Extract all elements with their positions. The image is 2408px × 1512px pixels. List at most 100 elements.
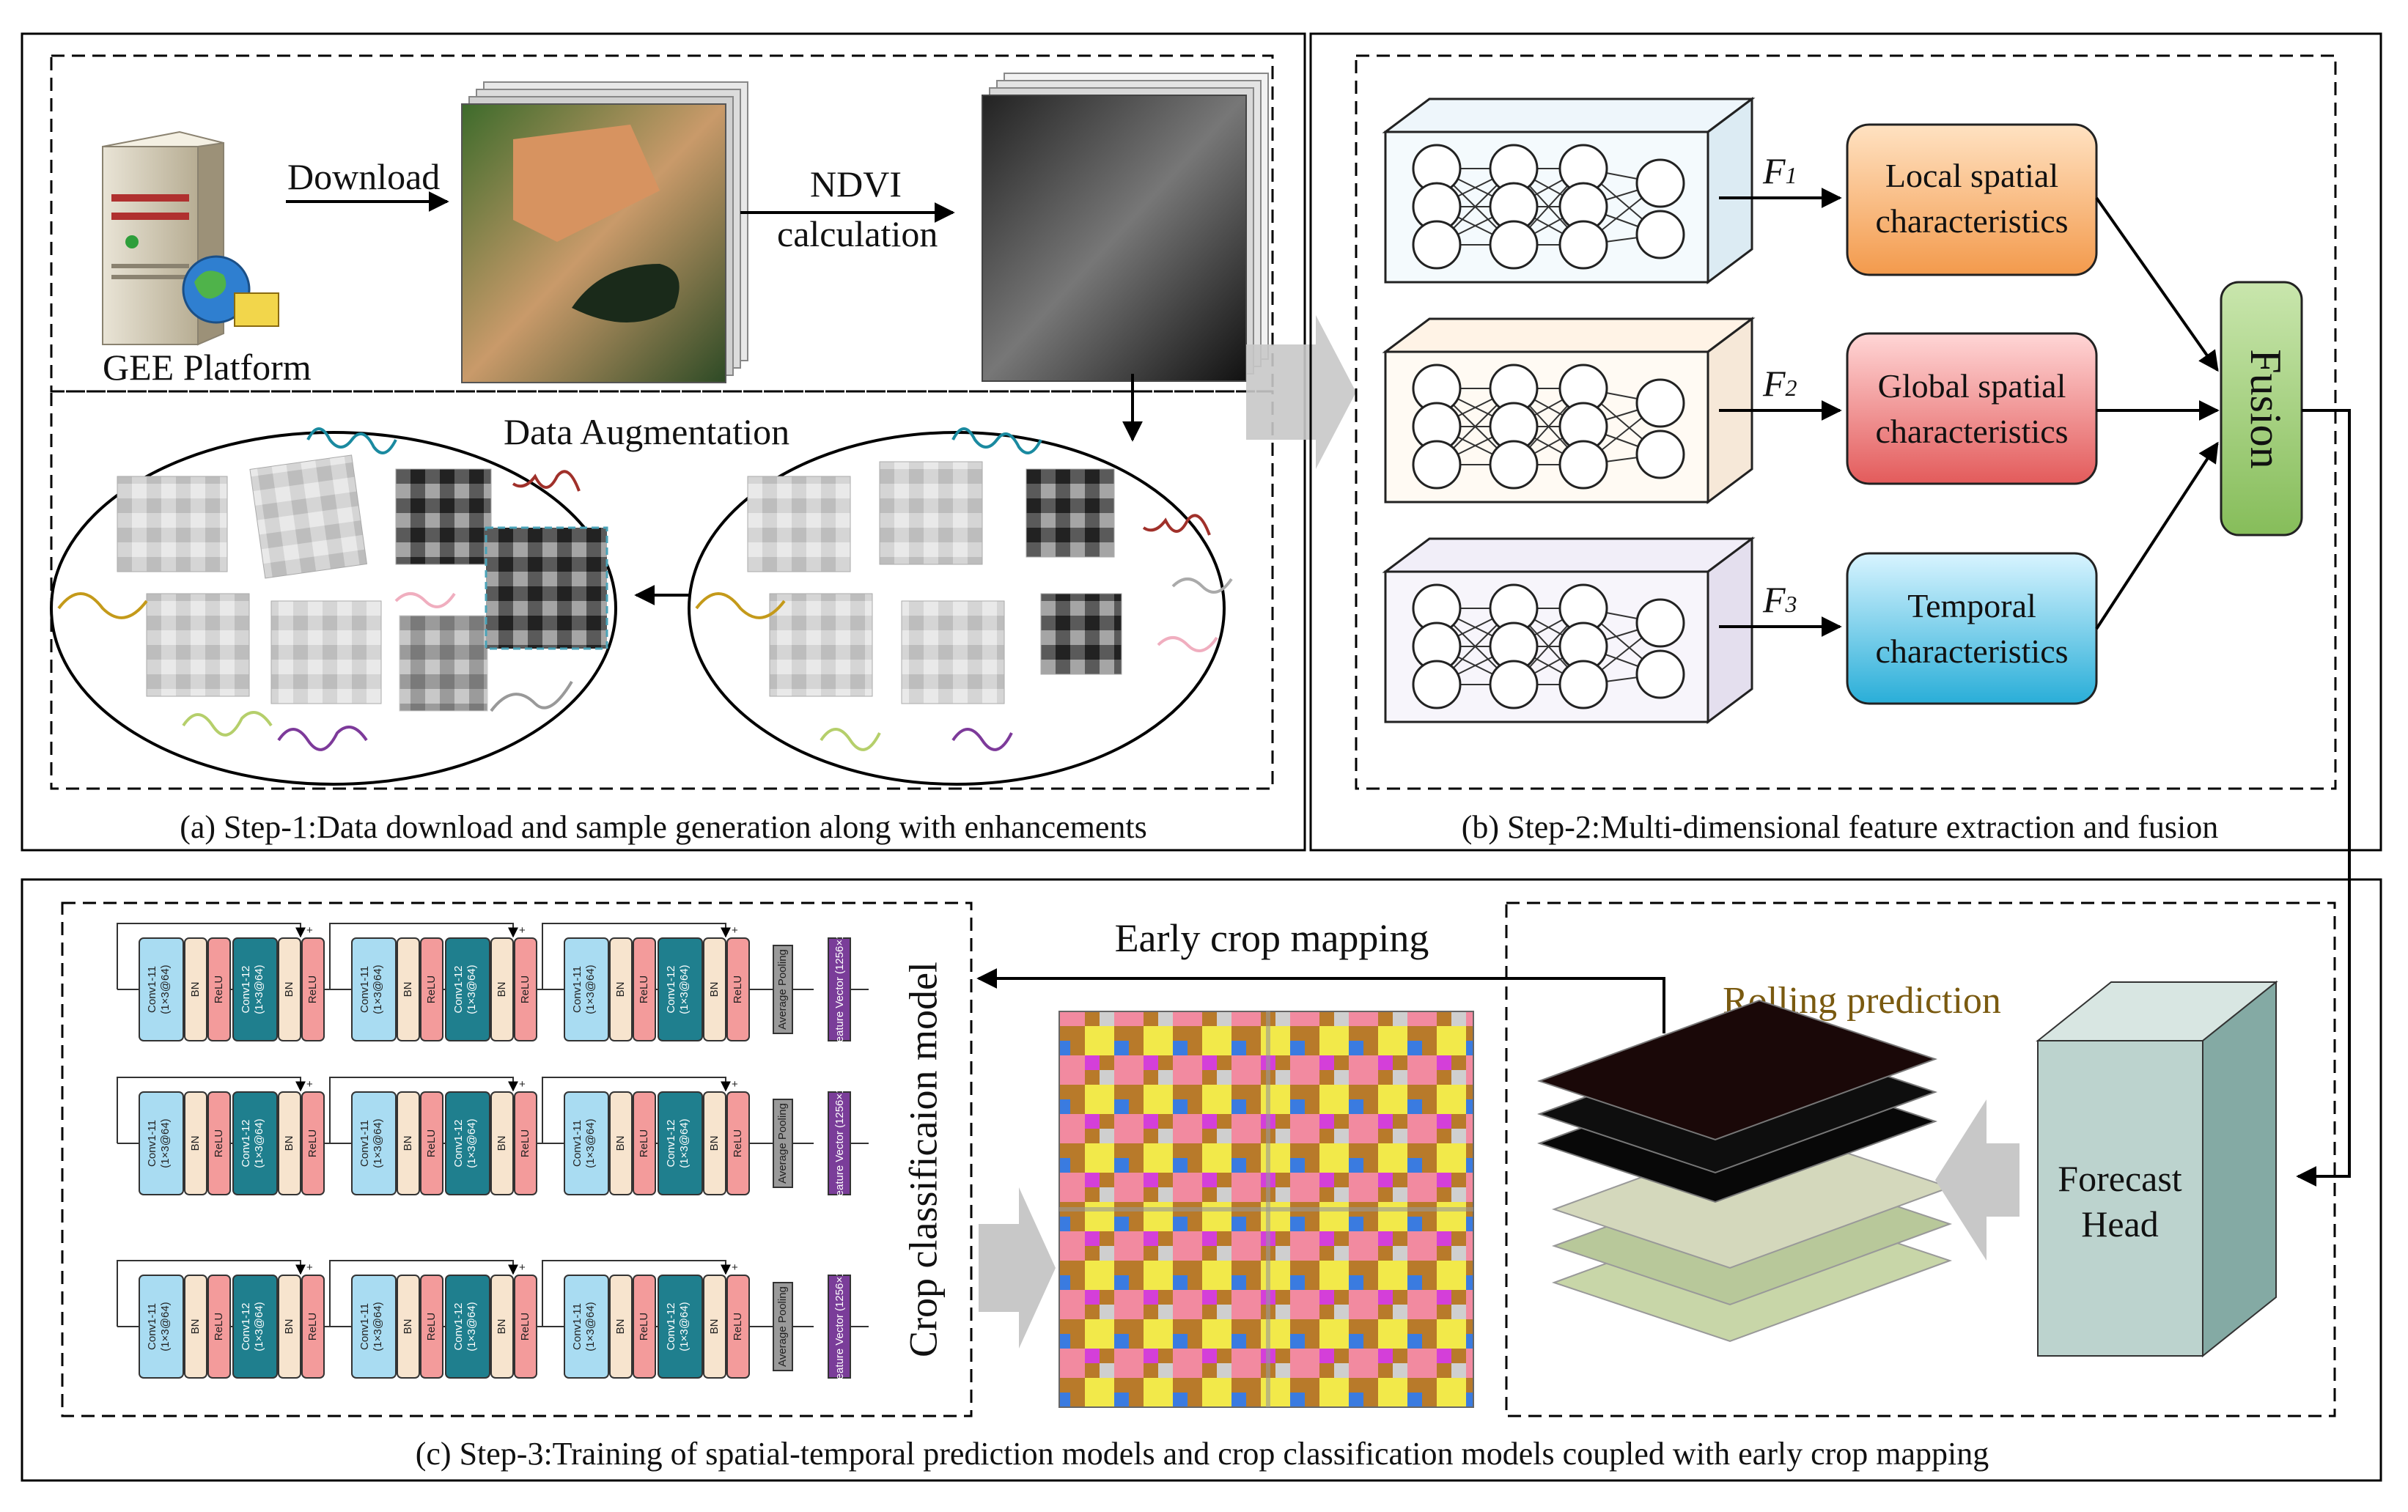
svg-text:ReLU: ReLU (213, 1313, 225, 1340)
svg-text:ReLU: ReLU (213, 976, 225, 1003)
svg-text:BN: BN (708, 1319, 721, 1335)
svg-text:(1×3@64): (1×3@64) (253, 1118, 265, 1168)
svg-text:(1×3@64): (1×3@64) (678, 1118, 691, 1168)
augmentation-label: Data Augmentation (504, 411, 789, 452)
resnet-layer (703, 1091, 726, 1195)
svg-text:ReLU: ReLU (306, 976, 319, 1003)
svg-text:ReLU: ReLU (519, 1313, 531, 1340)
temporal-box (1846, 552, 2098, 705)
svg-text:Conv1-12: Conv1-12 (240, 1302, 252, 1350)
neuron (1412, 220, 1462, 270)
svg-text:Conv1-11: Conv1-11 (571, 966, 583, 1013)
resnet-layer (184, 1091, 207, 1195)
svg-text:(1×3@64): (1×3@64) (372, 1118, 384, 1168)
curve-teal-2 (951, 427, 1042, 454)
resnet-layer (397, 1091, 420, 1195)
svg-text:BN: BN (189, 1136, 202, 1151)
f1-label: F1 (1762, 150, 1797, 191)
svg-text:BN: BN (283, 1319, 295, 1335)
svg-text:(1×3@64): (1×3@64) (584, 965, 597, 1014)
server-label: GEE Platform (103, 347, 312, 388)
svg-text:Conv1-12: Conv1-12 (452, 1302, 465, 1350)
resnet-layer (232, 1275, 278, 1379)
resnet-layer (278, 937, 301, 1041)
resnet-layer (139, 937, 184, 1041)
curve-gold (57, 592, 148, 619)
svg-text:(1×3@64): (1×3@64) (159, 1118, 172, 1168)
f2-label: F2 (1762, 363, 1797, 404)
panel-c-border (21, 878, 2382, 1482)
svg-text:Conv1-11: Conv1-11 (146, 966, 158, 1013)
resnet-layer (278, 1275, 301, 1379)
neuron (1558, 220, 1608, 270)
forecast-section-border (1505, 901, 2336, 1417)
curve-purple-2 (951, 728, 1013, 751)
network-neurons (1412, 144, 1685, 709)
svg-text:+: + (732, 1078, 738, 1091)
svg-text:+: + (306, 1261, 313, 1274)
svg-text:Conv1-12: Conv1-12 (665, 1119, 677, 1167)
resnet-layer (420, 1275, 443, 1379)
svg-text:(1×3@64): (1×3@64) (584, 1118, 597, 1168)
svg-text:Conv1-12: Conv1-12 (240, 1119, 252, 1167)
resnet-layer (726, 1091, 750, 1195)
fusion-to-forecast-arrow (2296, 409, 2351, 1187)
resnet-layer (232, 937, 278, 1041)
resnet-layer (445, 1275, 490, 1379)
svg-text:ReLU: ReLU (306, 1129, 319, 1157)
resnet-layer (490, 1275, 514, 1379)
resnet-layer (514, 937, 537, 1041)
resnet-layer (490, 937, 514, 1041)
neuron (1635, 429, 1685, 479)
temporal-to-fusion-arrow (2095, 441, 2219, 630)
resnet-layer (609, 1091, 633, 1195)
svg-text:BN: BN (402, 1319, 414, 1335)
ndvi-label-2: calculation (777, 213, 938, 254)
svg-text:Conv1-11: Conv1-11 (146, 1303, 158, 1350)
svg-text:ReLU: ReLU (732, 1129, 744, 1157)
neuron (1489, 220, 1539, 270)
svg-text:Feature Vector (1256×1): Feature Vector (1256×1) (833, 1083, 846, 1203)
svg-text:(1×3@64): (1×3@64) (465, 1302, 478, 1351)
global-spatial-line2: characteristics (1875, 413, 2068, 450)
resnet-layer (184, 1275, 207, 1379)
neuron (1558, 440, 1608, 490)
resnet-layer (490, 1091, 514, 1195)
svg-text:BN: BN (402, 982, 414, 997)
svg-text:ReLU: ReLU (425, 1313, 438, 1340)
svg-text:ReLU: ReLU (638, 976, 650, 1003)
resnet-layer (351, 937, 397, 1041)
svg-text:Conv1-12: Conv1-12 (452, 965, 465, 1013)
local-spatial-line2: characteristics (1875, 202, 2068, 240)
svg-text:Average Pooling: Average Pooling (776, 1103, 789, 1184)
local-spatial-box (1846, 123, 2098, 276)
satellite-image-stack (461, 81, 748, 383)
curve-lime (182, 711, 273, 737)
neuron (1558, 660, 1608, 709)
resnet-layer (633, 937, 656, 1041)
resnet-layer (514, 1091, 537, 1195)
svg-text:Conv1-11: Conv1-11 (358, 1303, 371, 1350)
svg-text:ReLU: ReLU (519, 976, 531, 1003)
local-spatial-line1: Local spatial (1885, 157, 2058, 194)
svg-text:Conv1-11: Conv1-11 (571, 1120, 583, 1167)
neuron (1635, 598, 1685, 648)
ndvi-image (982, 95, 1247, 382)
ndvi-label-1: NDVI (810, 163, 902, 204)
neuron (1412, 660, 1462, 709)
svg-text:+: + (732, 924, 738, 937)
resnet-layer (207, 937, 231, 1041)
panel-a-border (21, 32, 1306, 852)
svg-text:(1×3@64): (1×3@64) (159, 1302, 172, 1351)
resnet-layer (726, 1275, 750, 1379)
neuron (1635, 158, 1685, 208)
resnet-layer (207, 1091, 231, 1195)
resnet-layer (351, 1091, 397, 1195)
svg-text:ReLU: ReLU (638, 1313, 650, 1340)
svg-text:ReLU: ReLU (519, 1129, 531, 1157)
svg-text:(1×3@64): (1×3@64) (372, 1302, 384, 1351)
resnet-layer (397, 1275, 420, 1379)
svg-text:Conv1-12: Conv1-12 (240, 965, 252, 1013)
global-spatial-line1: Global spatial (1878, 367, 2066, 405)
